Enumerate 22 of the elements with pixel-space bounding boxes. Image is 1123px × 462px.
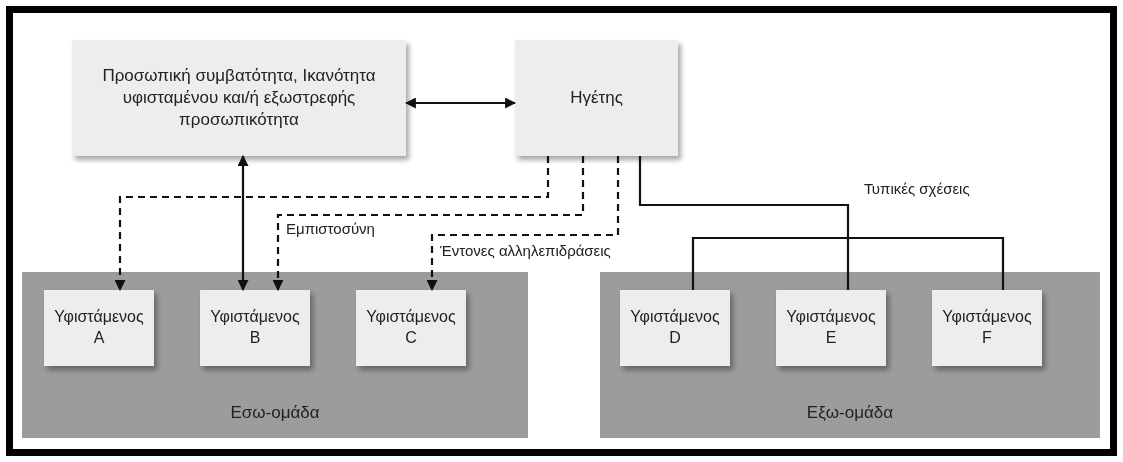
arrow bbox=[272, 156, 585, 292]
arrow bbox=[237, 154, 249, 292]
edge-label: Τυπικές σχέσεις bbox=[862, 180, 972, 198]
group-label: Εσω-ομάδα bbox=[230, 402, 320, 422]
subordinate-box: Υφιστάμενος E bbox=[776, 290, 886, 366]
arrow bbox=[404, 97, 517, 109]
group-panel bbox=[600, 272, 1100, 438]
subordinate-box: Υφιστάμενος B bbox=[200, 290, 310, 366]
text-box: Ηγέτης bbox=[515, 40, 678, 156]
connector-line bbox=[691, 236, 1005, 290]
subordinate-box: Υφιστάμενος A bbox=[44, 290, 154, 366]
subordinate-box: Υφιστάμενος D bbox=[620, 290, 730, 366]
subordinate-box: Υφιστάμενος F bbox=[932, 290, 1042, 366]
connector-line bbox=[638, 156, 850, 290]
edge-label: Έντονες αλληλεπιδράσεις bbox=[438, 242, 613, 260]
edge-label: Εμπιστοσύνη bbox=[284, 220, 377, 238]
subordinate-box: Υφιστάμενος C bbox=[356, 290, 466, 366]
arrow bbox=[426, 156, 620, 292]
arrow bbox=[114, 156, 550, 292]
text-box: Προσωπική συμβατότητα, Ικανότητα υφισταμένου και/ή εξωστρεφής προσωπικότητα bbox=[72, 40, 406, 156]
group-label: Εξω-ομάδα bbox=[806, 402, 894, 422]
group-panel bbox=[22, 272, 528, 438]
